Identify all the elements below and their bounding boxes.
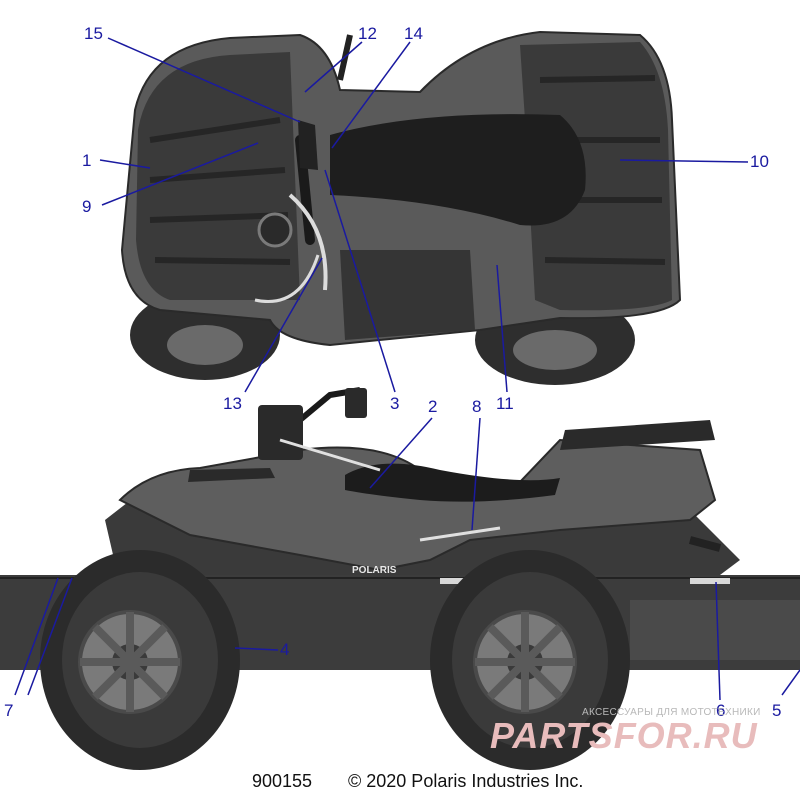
- callout-4: 4: [280, 640, 290, 659]
- side-rear-rack: [560, 420, 715, 450]
- zoom-panel-right-body: [630, 600, 800, 660]
- callout-10: 10: [750, 152, 769, 171]
- top-seat: [330, 114, 586, 226]
- callout-1: 1: [82, 151, 92, 170]
- side-mirror: [345, 388, 367, 418]
- leader-8: [471, 417, 481, 531]
- side-seat: [345, 463, 560, 502]
- side-handguard: [258, 405, 303, 460]
- top-footwell: [340, 250, 475, 340]
- zoom-detail-panel: [0, 550, 800, 770]
- front-tire-zoom: [40, 550, 240, 770]
- leader-15: [107, 37, 301, 123]
- watermark-tagline: АКСЕССУАРЫ ДЛЯ МОТОТЕХНИКИ: [582, 707, 761, 718]
- leader-lines: [14, 37, 800, 701]
- leader-4: [234, 647, 279, 651]
- diagram-number: 900155: [252, 771, 313, 791]
- leader-10: [619, 159, 749, 163]
- top-left-rim: [167, 325, 243, 365]
- copyright-text: © 2020 Polaris Industries Inc.: [348, 771, 584, 791]
- callout-6: 6: [716, 701, 726, 720]
- top-accent-stripe-2: [254, 254, 320, 303]
- leader-14: [331, 41, 411, 149]
- leader-5: [781, 669, 800, 696]
- side-decal-stripe-2: [419, 526, 501, 542]
- leader-7b: [27, 577, 73, 696]
- callout-5: 5: [772, 701, 782, 720]
- top-rear-rack-slats: [539, 75, 666, 265]
- leader-9: [101, 142, 259, 206]
- callout-11: 11: [496, 394, 514, 413]
- leader-1: [99, 159, 151, 169]
- leader-7a: [14, 577, 59, 696]
- side-decal-stripe: [279, 438, 381, 472]
- side-hitch: [688, 536, 722, 552]
- leader-13: [244, 257, 323, 393]
- callout-3: 3: [390, 394, 400, 413]
- leader-11: [496, 264, 508, 393]
- side-view-atv: POLARIS: [105, 387, 740, 590]
- callout-2: 2: [428, 397, 438, 416]
- rear-tire-zoom: [430, 550, 630, 770]
- callout-15: 15: [84, 24, 103, 43]
- callout-12: 12: [358, 24, 377, 43]
- callout-14: 14: [404, 24, 423, 43]
- top-mirror-left: [298, 120, 318, 170]
- leader-3: [324, 169, 396, 393]
- top-front-rack-slats: [149, 117, 291, 265]
- top-accent-stripe: [288, 193, 328, 291]
- callout-8: 8: [472, 397, 482, 416]
- decal-strip-center: [440, 578, 470, 584]
- callout-9: 9: [82, 197, 92, 216]
- leader-12: [304, 41, 363, 93]
- decal-strip-6: [690, 578, 730, 584]
- callout-13: 13: [223, 394, 242, 413]
- top-rear-rack: [520, 42, 672, 311]
- callout-7: 7: [4, 701, 14, 720]
- side-front-rack: [188, 468, 275, 482]
- leader-6: [715, 581, 721, 701]
- top-view-atv: [120, 30, 682, 385]
- top-right-rim: [513, 330, 597, 370]
- watermark-logo: PARTSFOR.RU: [490, 715, 758, 756]
- side-brand-decal: POLARIS: [352, 565, 397, 576]
- top-fuel-cap: [257, 212, 293, 248]
- leader-2: [369, 417, 433, 489]
